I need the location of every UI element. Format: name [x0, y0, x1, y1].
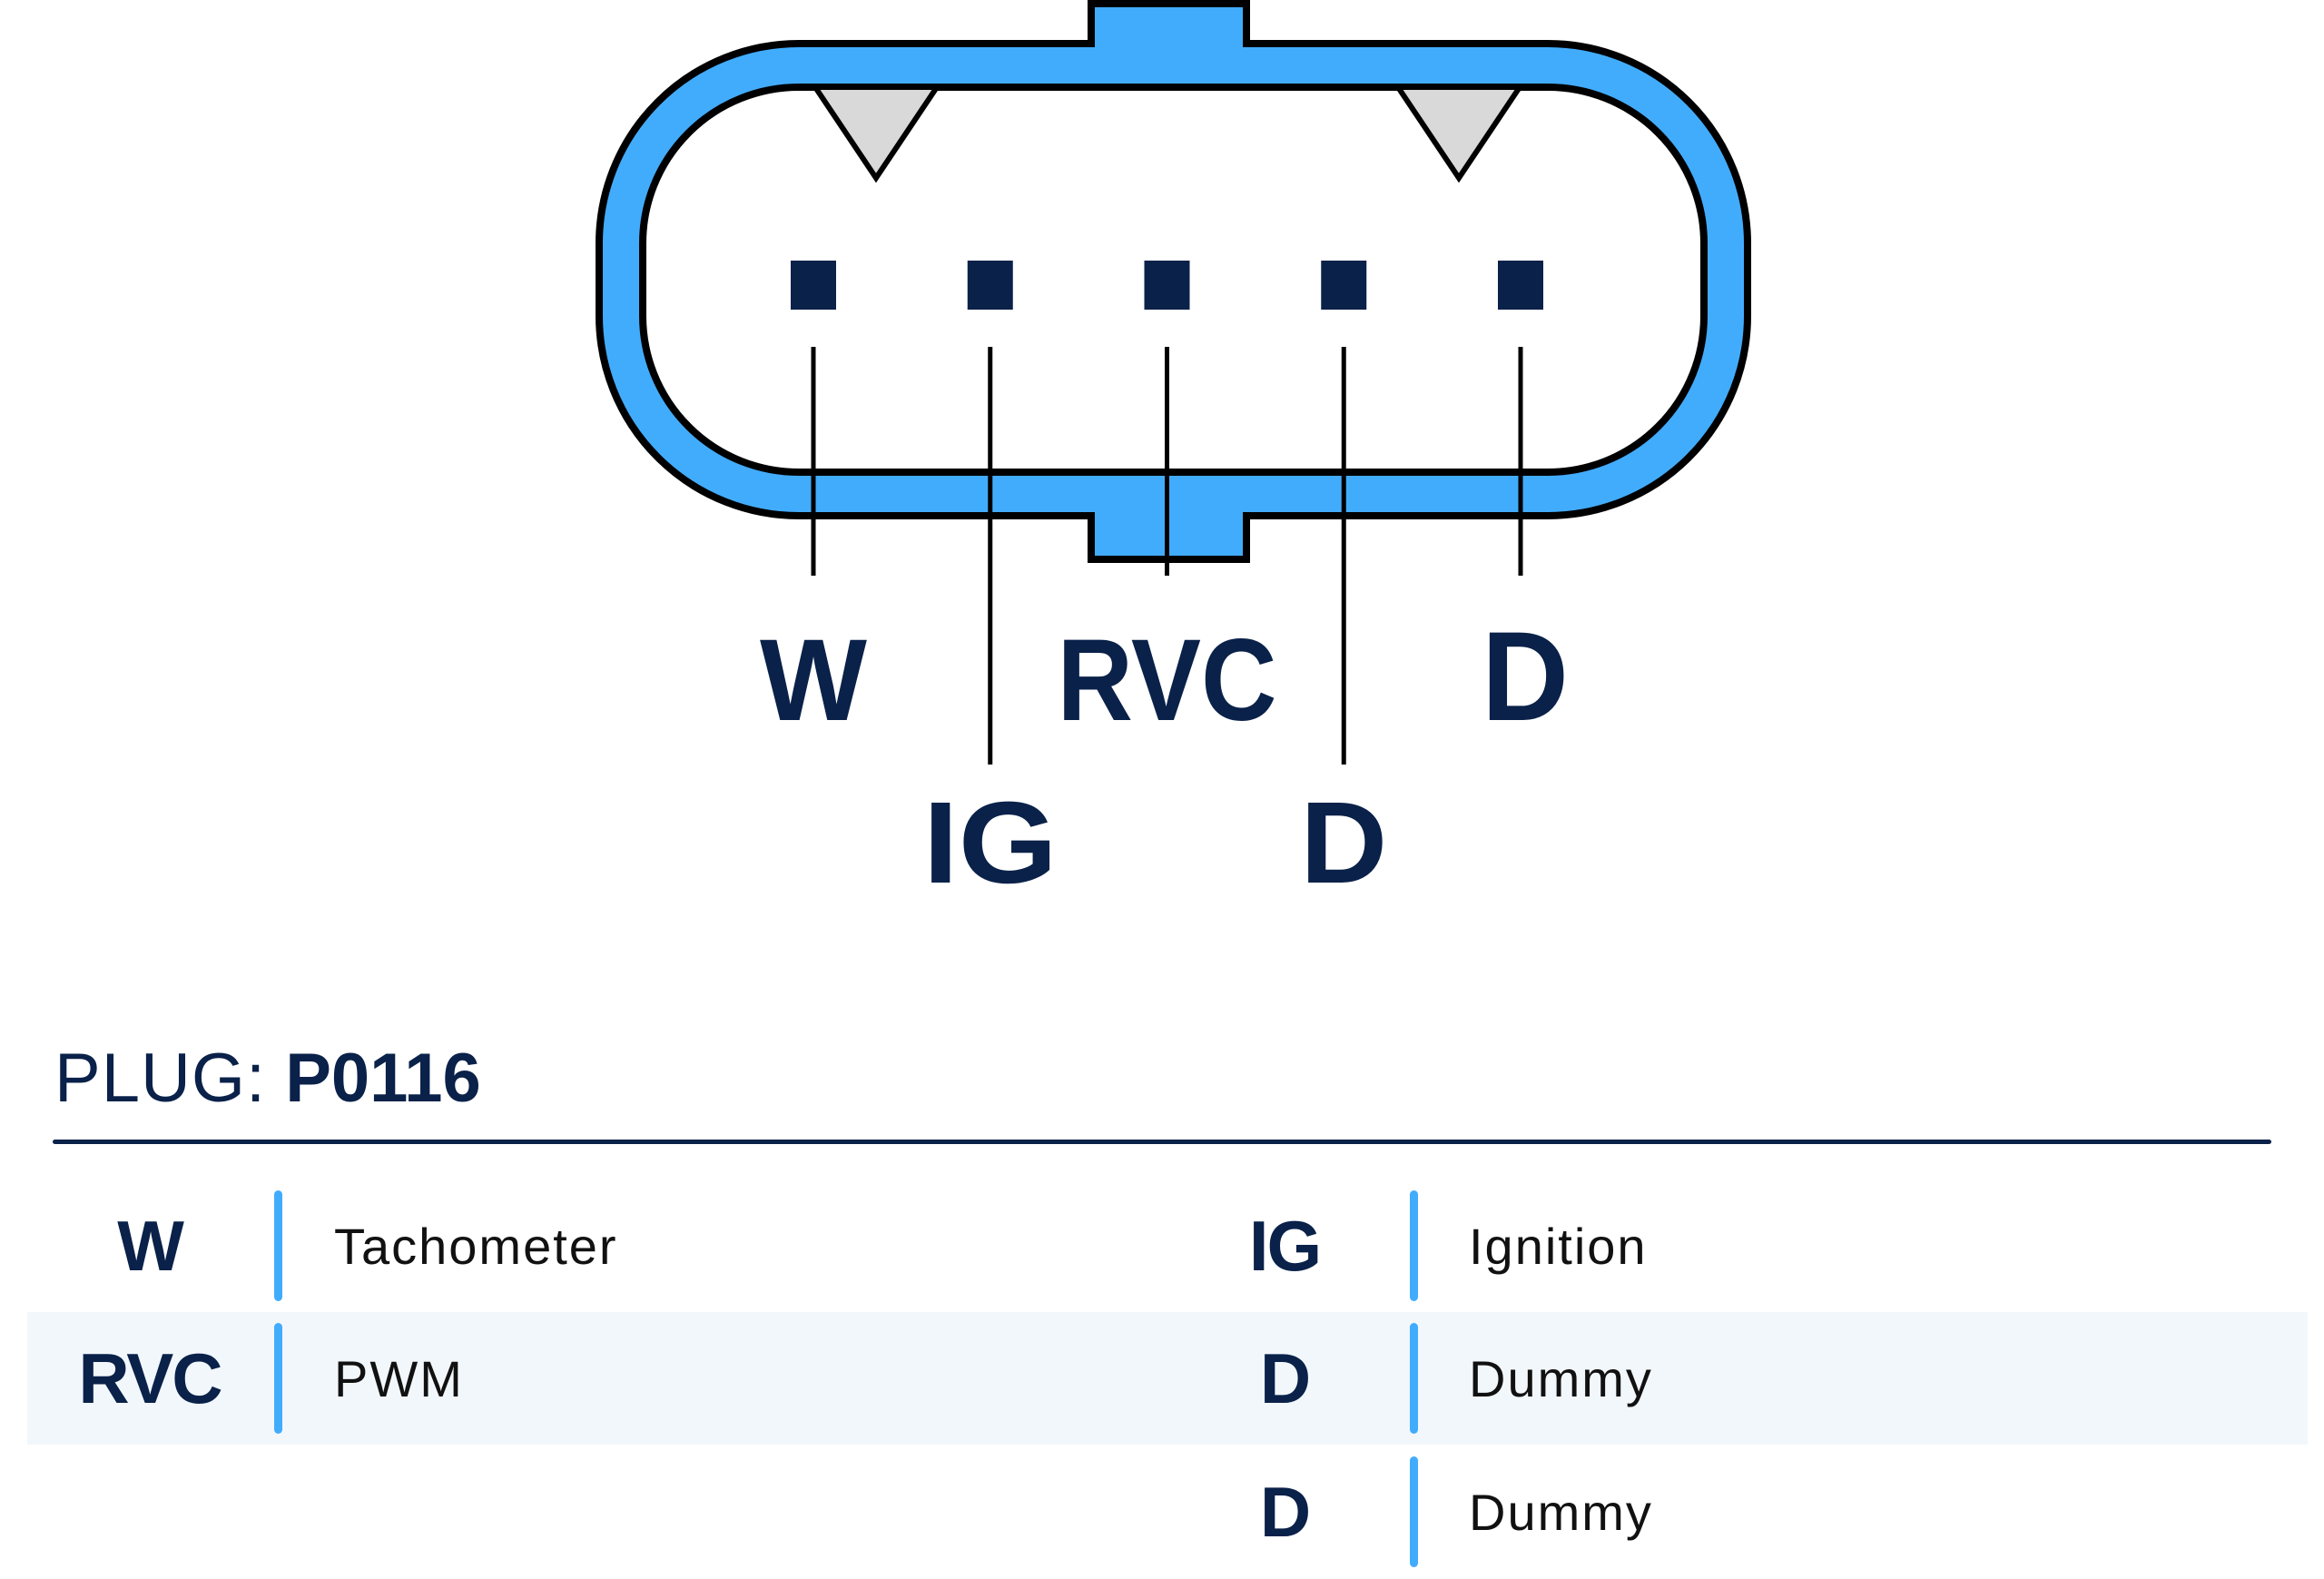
- table-row: RVC PWM D Dummy: [27, 1312, 2308, 1445]
- pin-label-3: RVC: [1058, 616, 1277, 745]
- pin-1: [791, 261, 836, 310]
- pin-4: [1321, 261, 1367, 310]
- pin-code: D: [1259, 1337, 1311, 1418]
- plug-title: PLUG: P0116: [54, 1044, 481, 1113]
- plug-label: PLUG:: [54, 1040, 267, 1117]
- column-divider: [1410, 1456, 1418, 1567]
- pin-description: Dummy: [1469, 1349, 1653, 1407]
- pin-description: Tachometer: [334, 1217, 618, 1275]
- pin-description: Ignition: [1469, 1217, 1648, 1275]
- column-divider: [1410, 1323, 1418, 1434]
- pin-description: PWM: [334, 1349, 464, 1407]
- pin-label-5: D: [1482, 605, 1569, 747]
- table-row: W Tachometer IG Ignition: [27, 1179, 2308, 1312]
- pin-label-2: IG: [923, 778, 1058, 908]
- pin-label-1: W: [760, 616, 867, 745]
- column-divider: [274, 1190, 282, 1301]
- pin-3: [1144, 261, 1190, 310]
- pin-2: [967, 261, 1013, 310]
- key-tab-right: [1393, 84, 1525, 183]
- plug-code: P0116: [285, 1040, 481, 1117]
- pin-code: W: [117, 1205, 184, 1286]
- table-row: D Dummy: [27, 1446, 2308, 1578]
- pin-description: Dummy: [1469, 1483, 1653, 1541]
- pin-code: D: [1259, 1471, 1311, 1552]
- pin-code: IG: [1248, 1205, 1322, 1286]
- pin-label-4: D: [1300, 778, 1387, 908]
- key-tab-left: [810, 84, 942, 183]
- pin-5: [1498, 261, 1543, 310]
- column-divider: [274, 1323, 282, 1434]
- pin-code: RVC: [78, 1337, 222, 1418]
- column-divider: [1410, 1190, 1418, 1301]
- title-divider: [53, 1140, 2271, 1144]
